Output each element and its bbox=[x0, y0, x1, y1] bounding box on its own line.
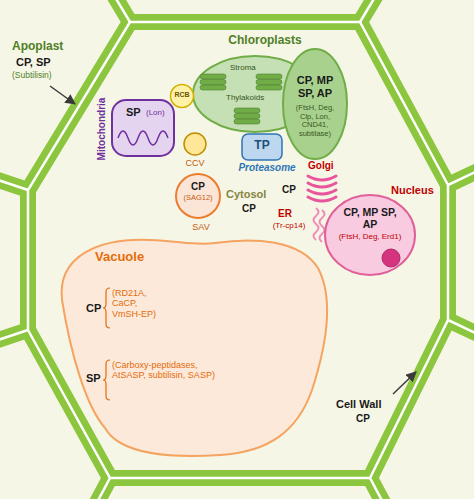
vesicle-circle bbox=[171, 85, 194, 108]
apoplast-line bbox=[448, 168, 474, 185]
region-label: Cell Wall bbox=[336, 398, 396, 411]
proteasome: TP Proteasome bbox=[232, 134, 303, 176]
mitochondrion-membrane bbox=[112, 100, 174, 156]
cell-wall bbox=[360, 0, 378, 22]
apoplast-line bbox=[0, 178, 28, 190]
vesicle-ccv: CCV bbox=[178, 132, 213, 172]
nucleus-envelope bbox=[325, 195, 415, 275]
cell-wall bbox=[28, 22, 448, 478]
node-text: SP bbox=[126, 106, 146, 119]
bracket bbox=[103, 360, 110, 400]
er-membrane bbox=[314, 208, 319, 240]
node-text: (Carboxy-peptidases, AtSASP, subtilisin,… bbox=[112, 360, 218, 381]
node-text: Vacuole bbox=[95, 250, 165, 265]
thylakoid-stack bbox=[256, 80, 282, 85]
thylakoid-stack bbox=[200, 74, 226, 79]
node-outline bbox=[96, 96, 178, 162]
node-text: (FtsH, Deg, Erd1) bbox=[333, 232, 407, 241]
cell-wall bbox=[112, 0, 130, 22]
node-text: CP bbox=[282, 184, 302, 196]
organelle-vacuole: VacuoleCP (RD21A, CaCP, VmSH-EP) SP (Carbox… bbox=[40, 220, 340, 470]
node-text: (Lon) bbox=[146, 108, 173, 117]
vesicle-circle bbox=[176, 174, 220, 218]
organelle-mitochondrion: Mitochondria SP(Lon) bbox=[96, 96, 178, 162]
leader-arrow bbox=[393, 372, 416, 394]
node-text: CCV bbox=[178, 158, 212, 168]
apoplast-line bbox=[448, 320, 474, 337]
node-text: Nucleus bbox=[391, 184, 439, 197]
node-text: Stroma bbox=[230, 63, 264, 72]
region-label: Cytosol bbox=[226, 188, 276, 201]
thylakoid-stack bbox=[200, 80, 226, 85]
golgi-cisterna bbox=[308, 176, 336, 180]
node-outline bbox=[325, 184, 440, 276]
cristae bbox=[118, 131, 168, 145]
thylakoid-stack bbox=[234, 119, 260, 124]
organelle-nucleus: CP, MP SP, AP (FtsH, Deg, Erd1) Nucleus bbox=[325, 184, 440, 276]
er-membrane bbox=[320, 210, 325, 242]
organelle-golgi: GolgiCP bbox=[280, 158, 341, 204]
thylakoid-stack bbox=[234, 108, 260, 113]
thylakoid-stack bbox=[256, 85, 282, 90]
thylakoid-stack bbox=[234, 114, 260, 119]
apoplast-line bbox=[94, 478, 110, 499]
cell-wall bbox=[94, 478, 110, 499]
apoplast-line bbox=[370, 478, 386, 499]
chloroplast-compartment bbox=[283, 49, 347, 159]
golgi-cisterna bbox=[308, 183, 336, 187]
node-text: RCB bbox=[170, 91, 194, 99]
vesicle-sav: CP(SAG12) SAV bbox=[170, 172, 226, 234]
node-outline bbox=[40, 220, 340, 470]
bracket bbox=[103, 288, 110, 328]
node-text: Thylakoids bbox=[226, 93, 274, 102]
region-label: CP bbox=[242, 203, 262, 215]
region-label: CP bbox=[356, 413, 376, 425]
golgi-cisterna bbox=[308, 190, 336, 194]
apoplast-line bbox=[28, 22, 448, 478]
apoplast-line bbox=[0, 330, 28, 342]
proteasome-box bbox=[242, 134, 282, 160]
golgi-cisterna bbox=[308, 197, 336, 201]
node-text: (FtsH, Deg, Clp, Lon, CND41, subtilase) bbox=[291, 104, 339, 139]
node-text: Proteasome bbox=[232, 162, 302, 174]
node-text: CP bbox=[86, 302, 106, 315]
apoplast-line bbox=[360, 0, 378, 22]
node-text: Chloroplasts bbox=[220, 34, 310, 48]
region-label: CP, SP bbox=[16, 56, 76, 69]
node-text: SP bbox=[86, 372, 106, 385]
apoplast-line bbox=[112, 0, 130, 22]
node-text: (Tr-cp14) bbox=[266, 221, 312, 230]
node-text: CP bbox=[176, 181, 220, 193]
region-label: Apoplast bbox=[12, 40, 92, 54]
vesicle-circle bbox=[184, 133, 206, 155]
region-label: (Subtilisin) bbox=[12, 71, 72, 81]
node-text: CP, MP SP, AP bbox=[340, 206, 400, 230]
leader-arrow bbox=[50, 86, 75, 104]
thylakoid-stack bbox=[256, 74, 282, 79]
vacuole-membrane bbox=[62, 240, 327, 456]
node-text: (SAG12) bbox=[176, 194, 220, 203]
node-text: TP bbox=[242, 139, 282, 153]
nucleolus bbox=[382, 249, 400, 267]
node-text: SAV bbox=[186, 222, 216, 232]
node-text: (RD21A, CaCP, VmSH-EP) bbox=[112, 288, 166, 319]
node-text: CP, MP SP, AP bbox=[290, 74, 340, 99]
organelle-er: ER(Tr-cp14) bbox=[266, 208, 326, 242]
vesicle-rcb: RCB bbox=[170, 84, 195, 108]
thylakoid-stack bbox=[200, 85, 226, 90]
cell-wall bbox=[370, 478, 386, 499]
chloroplast-compartment: CP, MP SP, AP (FtsH, Deg, Clp, Lon, CND41… bbox=[282, 48, 348, 160]
node-text: ER bbox=[278, 208, 302, 220]
node-text: Mitochondria bbox=[96, 98, 108, 161]
node-text: Golgi bbox=[308, 160, 340, 172]
